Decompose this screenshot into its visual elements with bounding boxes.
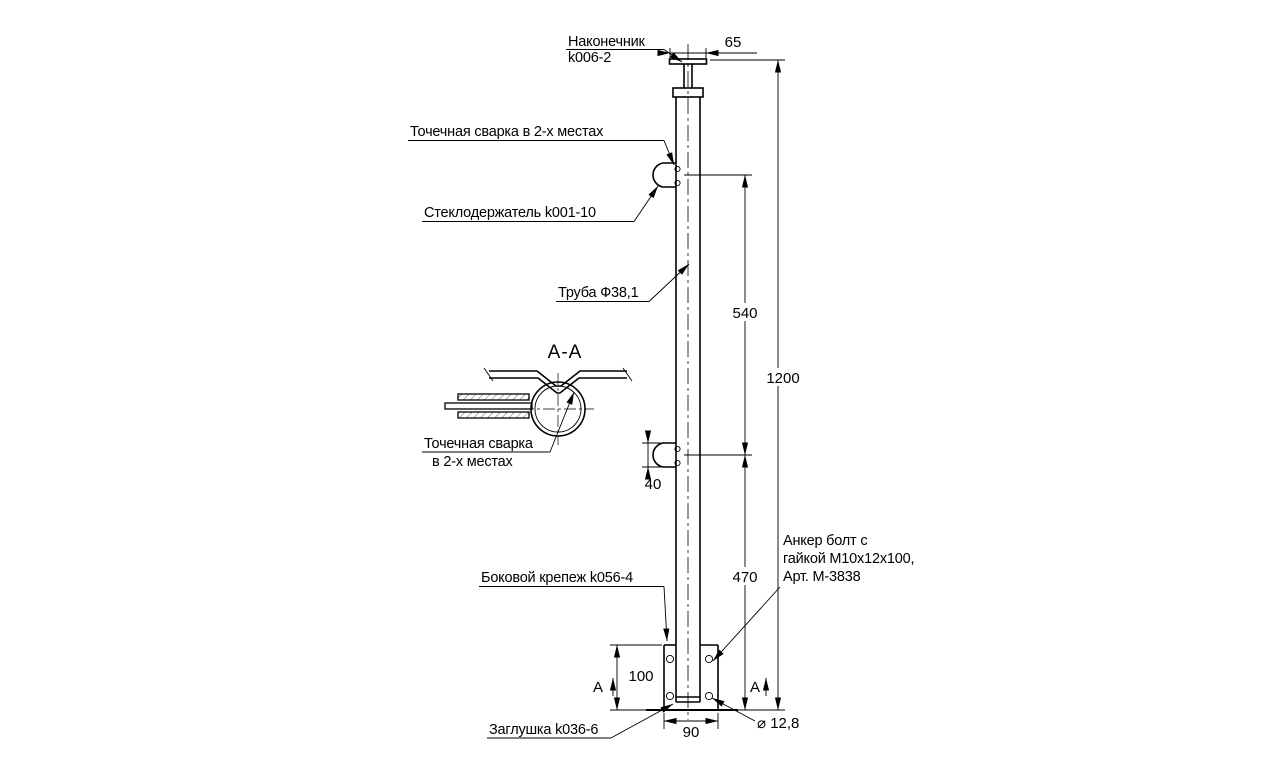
label-anchor-3: Арт. М-3838 [783, 569, 861, 585]
label-side-mount: Боковой крепеж k056-4 [481, 570, 633, 586]
label-tip-part: k006-2 [568, 50, 611, 66]
section-marker-left-letter: А [593, 679, 603, 696]
callout-tip: Наконечник k006-2 [566, 34, 683, 66]
dim-470: 470 [720, 454, 785, 711]
section-marker-right-letter: А [750, 679, 760, 696]
dim-90: 90 [663, 713, 719, 741]
label-anchor-1: Анкер болт с [783, 533, 867, 549]
dim-40: 40 [642, 430, 662, 493]
plate-holes [665, 654, 714, 701]
dim-1200: 1200 [710, 59, 806, 711]
dim-text-hole: ⌀ 12,8 [757, 715, 799, 732]
dim-text-40: 40 [645, 476, 662, 493]
section-marker-right: А [750, 677, 770, 696]
callout-section-spot-weld: Точечная сварка в 2-х местах [422, 391, 575, 470]
label-section-spot-weld-2: в 2-х местах [432, 454, 514, 470]
dim-text-1200: 1200 [766, 370, 799, 387]
section-view: А-А [444, 342, 633, 445]
section-clamp-plates [444, 393, 533, 419]
dim-100: 100 [610, 644, 662, 711]
glass-holder-bottom [652, 442, 681, 468]
callout-glass-holder: Стеклодержатель k001-10 [422, 185, 659, 222]
label-section-spot-weld-1: Точечная сварка [424, 436, 534, 452]
base-plate [663, 644, 719, 710]
dim-text-90: 90 [683, 724, 700, 741]
dim-text-540: 540 [732, 305, 757, 322]
dim-text-65: 65 [725, 34, 742, 51]
label-anchor-2: гайкой М10х12х100, [783, 551, 914, 567]
main-view [646, 44, 738, 720]
dim-65: 65 [657, 34, 757, 58]
callout-side-mount: Боковой крепеж k056-4 [479, 570, 670, 642]
label-pipe: Труба Ф38,1 [558, 285, 639, 301]
post-pipe [675, 97, 701, 703]
top-cap [668, 58, 708, 98]
glass-holder-top [652, 162, 681, 188]
callout-spot-weld: Точечная сварка в 2-х местах [408, 124, 675, 166]
dim-text-100: 100 [628, 668, 653, 685]
dim-hole-diameter: ⌀ 12,8 [711, 697, 799, 732]
callout-anchor: Анкер болт с гайкой М10х12х100, Арт. М-3… [712, 533, 914, 662]
label-plug: Заглушка k036-6 [489, 722, 598, 738]
dim-text-470: 470 [732, 569, 757, 586]
section-title: А-А [548, 342, 583, 363]
label-tip-name: Наконечник [568, 34, 646, 50]
section-marker-left: А [593, 677, 617, 696]
dim-540: 540 [684, 174, 764, 456]
callout-plug: Заглушка k036-6 [487, 703, 674, 739]
callout-pipe: Труба Ф38,1 [556, 263, 690, 302]
label-glass-holder: Стеклодержатель k001-10 [424, 205, 596, 221]
label-spot-weld: Точечная сварка в 2-х местах [410, 124, 604, 140]
